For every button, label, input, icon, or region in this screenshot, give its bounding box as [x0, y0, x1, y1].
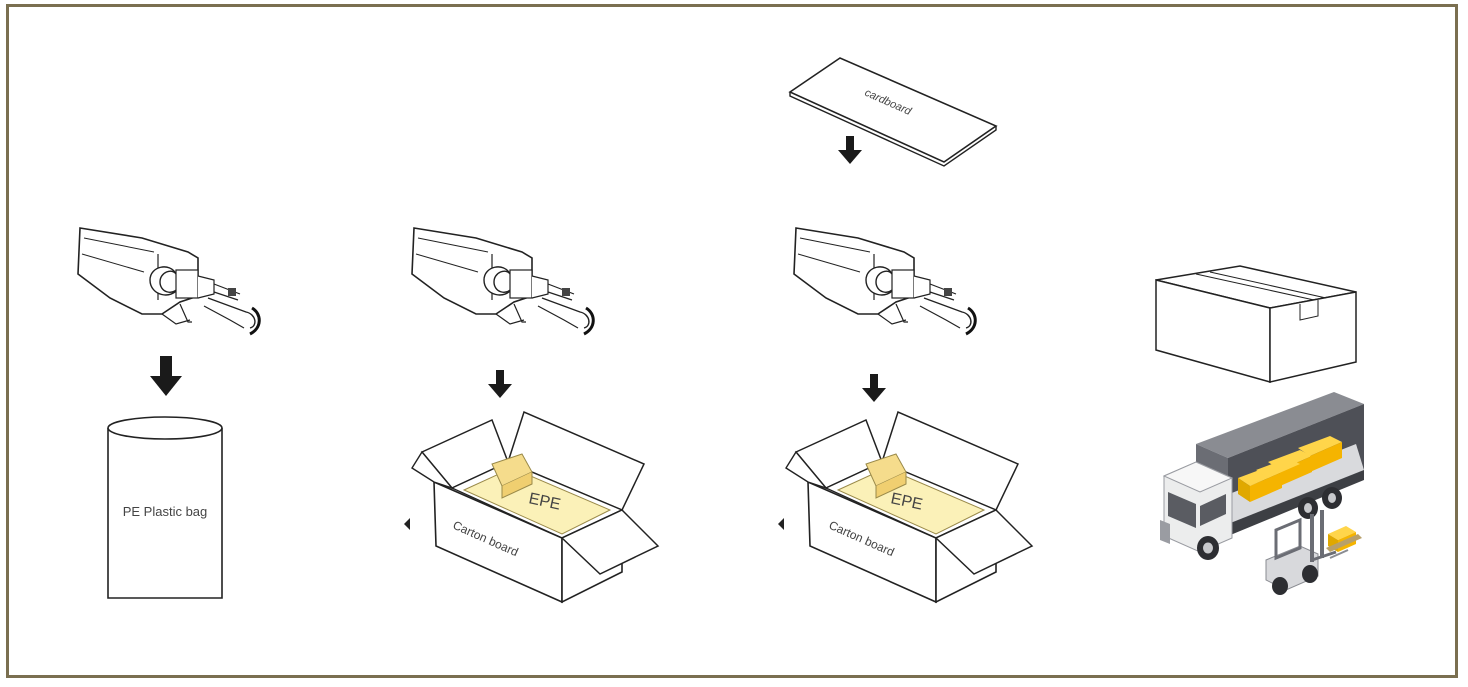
down-arrow-icon	[838, 136, 862, 164]
closed-box-icon	[1155, 265, 1357, 383]
down-arrow-icon	[862, 374, 886, 402]
epe-label: EPE	[527, 490, 562, 513]
pe-bag-label: PE Plastic bag	[123, 504, 208, 519]
device-icon	[792, 226, 977, 336]
device-icon	[76, 226, 261, 336]
truck-icon	[1160, 392, 1364, 560]
down-arrow-icon	[488, 370, 512, 398]
cardboard-sheet-icon	[788, 57, 998, 167]
plastic-bag-icon	[107, 416, 223, 599]
forklift-icon	[1265, 510, 1362, 595]
device-icon	[410, 226, 595, 336]
epe-label: EPE	[889, 490, 924, 513]
down-arrow-icon	[150, 356, 182, 396]
